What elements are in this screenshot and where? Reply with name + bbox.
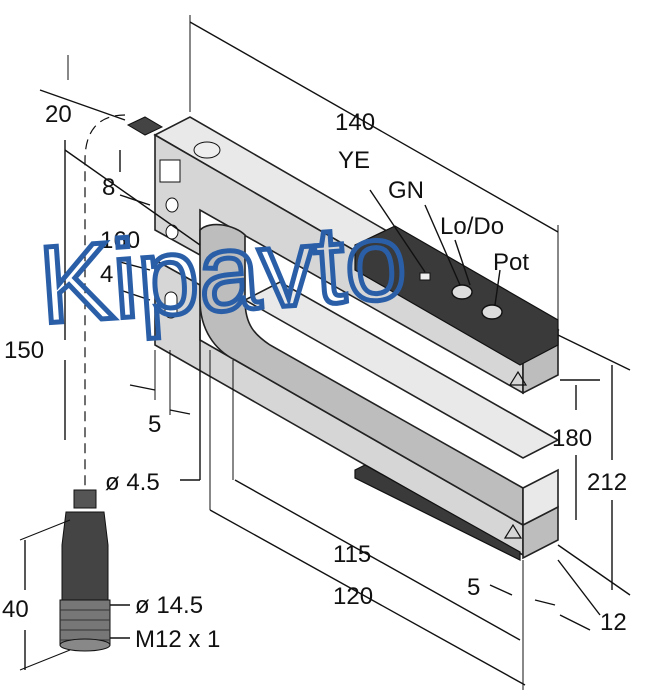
dim-20: 20: [45, 101, 72, 128]
lower-arm-strip: [354, 464, 521, 561]
lower-arrow-marker: [503, 523, 523, 539]
dim-40: 40: [2, 596, 29, 623]
connector-window: [159, 159, 181, 183]
dim-120: 120: [333, 583, 373, 610]
dim-thread: M12 x 1: [135, 626, 220, 653]
watermark-text: Kipavto: [35, 199, 410, 347]
led-yellow: [419, 272, 431, 281]
dim-4: 4: [100, 261, 113, 288]
dim-160: 160: [100, 227, 140, 254]
label-pot: Pot: [493, 249, 529, 276]
cable-dashed-path: [84, 114, 126, 500]
potentiometer-lo-do: [451, 284, 473, 300]
m12-connector: [59, 489, 111, 652]
dim-140: 140: [335, 109, 375, 136]
dim-5-right: 5: [467, 574, 480, 601]
label-ye: YE: [338, 147, 370, 174]
dim-5-left: 5: [148, 411, 161, 438]
dim-8: 8: [102, 174, 115, 201]
label-gn: GN: [388, 177, 424, 204]
label-lo-do: Lo/Do: [440, 213, 504, 240]
potentiometer-pot: [481, 304, 503, 320]
slot-hole: [164, 291, 178, 319]
dim-180: 180: [552, 425, 592, 452]
top-hole: [193, 141, 221, 159]
dim-12: 12: [600, 609, 627, 636]
dim-115: 115: [333, 541, 371, 568]
dim-212: 212: [587, 469, 627, 496]
mounting-hole-1: [165, 197, 179, 213]
dim-hole-diameter: ø 4.5: [105, 469, 160, 496]
dim-connector-diameter: ø 14.5: [135, 592, 203, 619]
cable-stub: [126, 116, 164, 136]
upper-arrow-marker: [508, 370, 528, 386]
dim-150: 150: [4, 337, 44, 364]
dimension-lines: [19, 15, 631, 690]
